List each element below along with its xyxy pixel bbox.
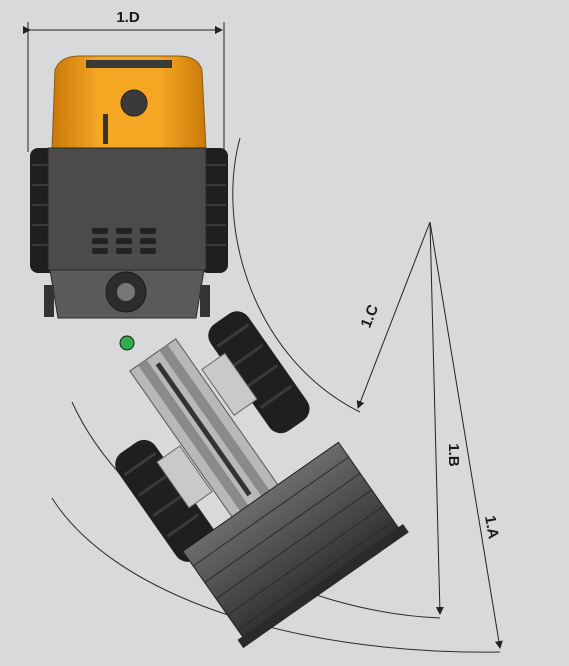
front-left-tire	[115, 439, 217, 562]
width-label: 1.D	[116, 9, 140, 26]
inner-radius-line	[356, 221, 431, 409]
fuel-cap	[120, 89, 148, 117]
outer-radius-label: 1.A	[481, 514, 502, 540]
front-right-tire	[208, 311, 310, 434]
inner-turning-arc	[232, 137, 361, 413]
inner-radius-label: 1.C	[358, 302, 383, 330]
articulation-joint	[119, 335, 135, 351]
outer-turning-arc	[51, 497, 501, 653]
radius-lines	[356, 221, 503, 649]
front-chassis	[115, 311, 409, 649]
rear-chassis	[30, 55, 228, 351]
width-dimension	[23, 22, 225, 152]
middle-radius-label: 1.B	[445, 443, 462, 467]
middle-radius-line	[429, 221, 444, 615]
outer-radius-line	[429, 221, 503, 649]
rear-right-tire	[200, 148, 228, 273]
